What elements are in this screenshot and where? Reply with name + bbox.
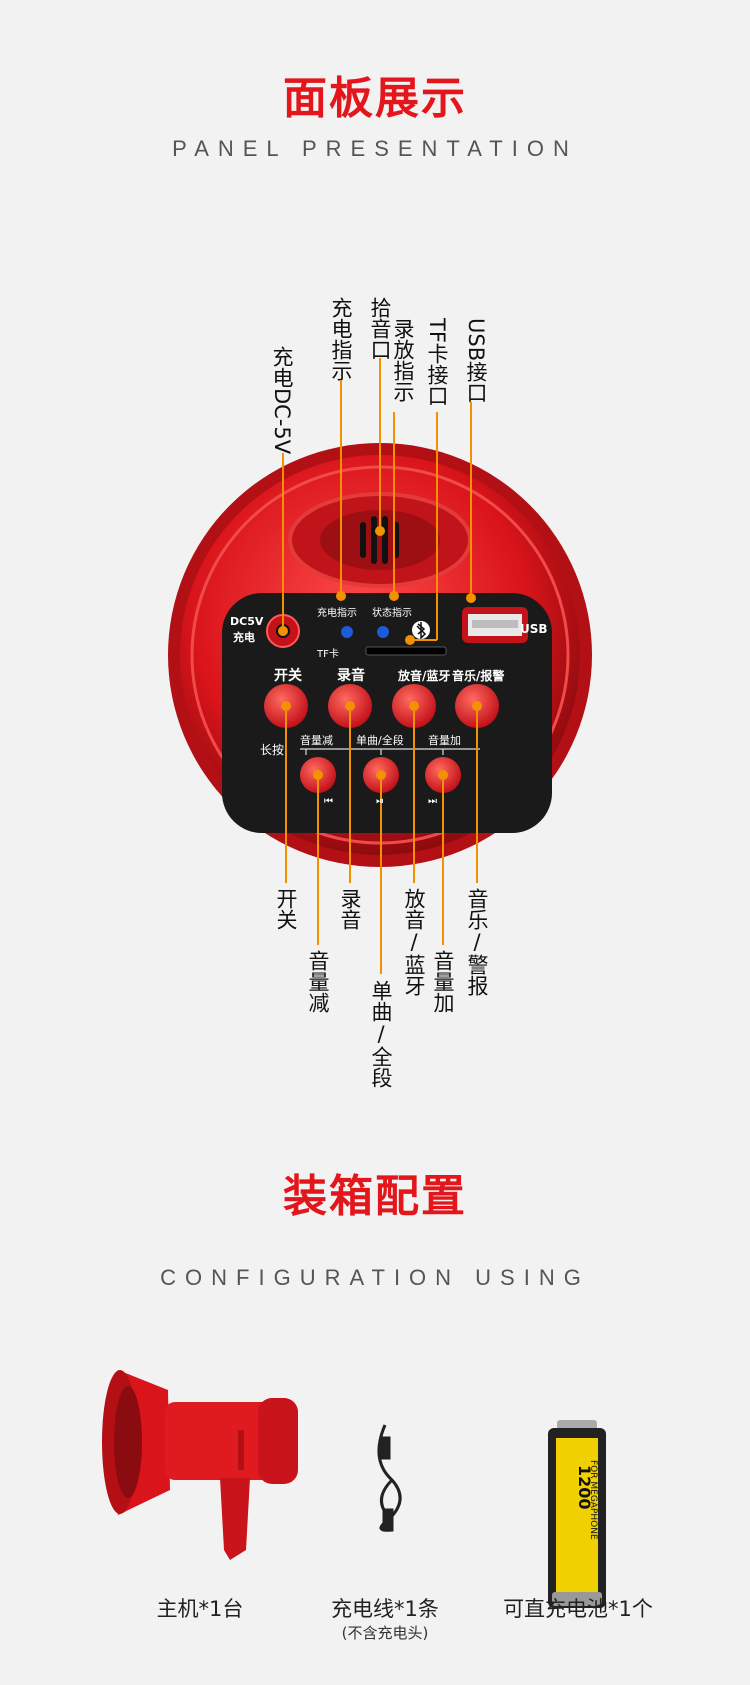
single-all-device-label: 单曲/全段 bbox=[356, 733, 404, 747]
btn-record-label: 录音 bbox=[337, 667, 365, 684]
callout-volume-up: 音量加 bbox=[431, 950, 455, 1013]
button-group-bracket bbox=[300, 748, 480, 755]
charging-cable-image bbox=[377, 1424, 402, 1532]
callout-usb-port: USB接口 bbox=[464, 318, 488, 404]
dc-label: DC5V bbox=[230, 615, 264, 628]
config-item-battery: 可直充电池*1个 bbox=[503, 1597, 653, 1621]
config-title: 装箱配置 bbox=[283, 1171, 467, 1222]
megaphone-image bbox=[102, 1370, 298, 1560]
mic-grill bbox=[320, 510, 440, 570]
callout-dots bbox=[278, 526, 482, 780]
callout-mic: 拾音口 bbox=[368, 297, 392, 360]
panel-subtitle: PANEL PRESENTATION bbox=[172, 136, 578, 161]
callout-single-all: 单曲/全段 bbox=[369, 980, 393, 1088]
charge-led bbox=[341, 626, 353, 638]
callout-lines bbox=[282, 358, 478, 974]
callout-charge-dc: 充电DC-5V bbox=[270, 346, 294, 455]
battery-text: FOR MEGAPHONE bbox=[588, 1460, 598, 1540]
callout-tf-port: TF卡接口 bbox=[425, 318, 449, 406]
vol-down-device-label: 音量减 bbox=[300, 733, 333, 747]
play-pause-icon: ⏯ bbox=[376, 796, 384, 807]
callout-play-bluetooth: 放音/蓝牙 bbox=[402, 888, 426, 996]
battery-capacity-label: 1200 bbox=[575, 1465, 594, 1510]
config-item-cable: 充电线*1条 bbox=[331, 1597, 439, 1621]
tf-label: TF卡 bbox=[316, 647, 339, 660]
config-subtitle: CONFIGURATION USING bbox=[160, 1265, 590, 1290]
megaphone-panel-illustration: DC5V 充电 充电指示 状态指示 TF卡 USB 开关 录音 放音/蓝牙 音乐… bbox=[168, 358, 592, 974]
battery-image bbox=[548, 1420, 606, 1608]
callout-volume-down: 音量减 bbox=[306, 950, 330, 1013]
next-icon: ⏭ bbox=[428, 796, 437, 807]
status-led bbox=[377, 626, 389, 638]
status-indicator-label: 状态指示 bbox=[372, 606, 412, 619]
btn-power-label: 开关 bbox=[274, 667, 302, 684]
vol-up-device-label: 音量加 bbox=[428, 733, 461, 747]
callout-charge-indicator: 充电指示 bbox=[329, 297, 353, 381]
long-press-label: 长按 bbox=[260, 743, 284, 757]
config-items-illustration: 1200 FOR MEGAPHONE bbox=[102, 1370, 606, 1608]
usb-label: USB bbox=[520, 622, 548, 636]
tf-card-slot[interactable] bbox=[365, 646, 447, 656]
callout-record-indicator: 录放指示 bbox=[391, 318, 415, 402]
prev-icon: ⏮ bbox=[324, 796, 333, 807]
panel-title: 面板展示 bbox=[283, 73, 467, 124]
charge-indicator-label: 充电指示 bbox=[317, 606, 357, 619]
btn-play-label: 放音/蓝牙 bbox=[397, 668, 450, 683]
btn-music-label: 音乐/报警 bbox=[452, 668, 504, 683]
config-item-cable-note: (不含充电头) bbox=[341, 1624, 429, 1642]
config-item-host: 主机*1台 bbox=[156, 1597, 244, 1621]
callout-record: 录音 bbox=[338, 888, 362, 930]
callout-music-alarm: 音乐/警报 bbox=[465, 888, 489, 996]
callout-power: 开关 bbox=[274, 888, 298, 930]
dc-charge-label: 充电 bbox=[233, 630, 255, 644]
